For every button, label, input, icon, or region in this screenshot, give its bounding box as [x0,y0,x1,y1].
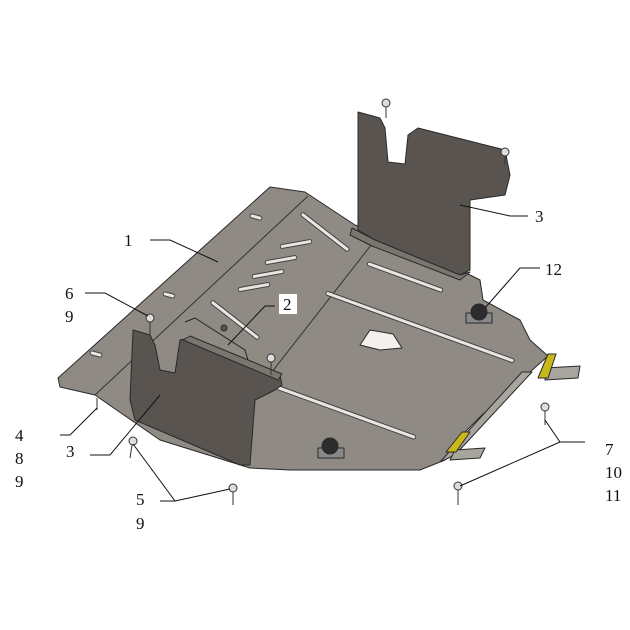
callout-4-9: 9 [15,472,24,491]
callout-7: 7 [605,440,614,459]
leader-lines [60,204,585,502]
callout-3-right: 3 [535,207,544,226]
callout-7-10: 10 [605,463,622,482]
slots [89,212,515,440]
callout-4-8: 8 [15,449,24,468]
bolts [96,98,550,505]
part-2-bracket [184,317,249,361]
yellow-bracket [445,431,486,461]
callout-1: 1 [124,231,133,250]
callout-12: 12 [545,260,562,279]
yellow-bracket [537,353,581,381]
rubber-mount [465,303,493,324]
callout-4: 4 [15,426,24,445]
callout-5: 5 [136,490,145,509]
fold-line [94,195,309,396]
callout-3-left: 3 [66,442,75,461]
callout-7-11: 11 [605,486,621,505]
callout-6-9: 9 [65,307,74,326]
plate-cutout [359,329,403,351]
rubber-mount [317,437,345,459]
callout-2: 2 [283,295,292,314]
callout-6: 6 [65,284,74,303]
callout-5-9: 9 [136,514,145,533]
